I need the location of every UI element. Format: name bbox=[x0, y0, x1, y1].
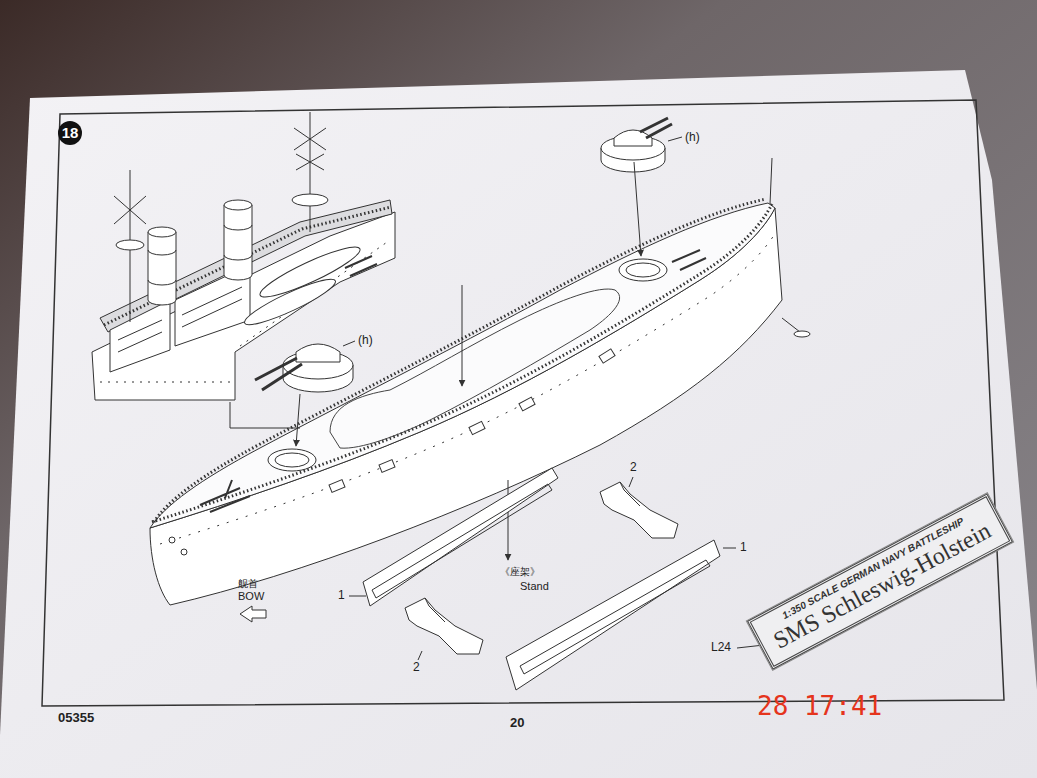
assembly-arrow bbox=[462, 285, 463, 386]
hull-drawing bbox=[770, 158, 772, 204]
hull-drawing bbox=[599, 349, 615, 363]
hull-drawing bbox=[154, 199, 766, 522]
turret-drawing bbox=[255, 118, 672, 392]
hull-drawing bbox=[672, 250, 706, 270]
superstructure-drawing bbox=[110, 300, 170, 372]
stand-part bbox=[372, 484, 552, 598]
hull-drawing bbox=[200, 480, 250, 512]
hull-drawing bbox=[469, 421, 485, 434]
superstructure-drawing bbox=[114, 196, 146, 224]
hull-drawing bbox=[268, 449, 316, 471]
superstructure-drawing bbox=[92, 112, 395, 400]
superstructure-drawing bbox=[294, 128, 326, 150]
stand-part bbox=[600, 482, 678, 538]
plate-heading: 1:350 SCALE GERMAN NAVY BATTLESHIP bbox=[764, 507, 983, 631]
part-label: 《座架》 bbox=[500, 566, 540, 577]
date-stamp: 28 17:41 bbox=[757, 692, 882, 721]
hull-drawing bbox=[379, 460, 395, 473]
stand-part bbox=[600, 482, 678, 538]
superstructure-drawing bbox=[292, 194, 328, 206]
step-number: 18 bbox=[58, 121, 83, 146]
superstructure-drawing bbox=[148, 232, 176, 305]
part-number: L24 bbox=[711, 641, 731, 654]
superstructure-drawing bbox=[148, 227, 176, 237]
superstructure-drawing bbox=[224, 225, 252, 260]
kit-number: 05355 bbox=[58, 711, 94, 725]
superstructure-drawing bbox=[148, 250, 176, 285]
assembly-arrow bbox=[508, 480, 509, 560]
hull-drawing bbox=[782, 318, 800, 332]
assembly-arrow bbox=[230, 402, 300, 428]
paper-sheet bbox=[0, 70, 1037, 778]
hull-drawing bbox=[275, 453, 309, 467]
leader-line bbox=[349, 596, 366, 597]
stand-part bbox=[405, 598, 483, 654]
superstructure-drawing bbox=[296, 154, 324, 170]
plate-text: SMS Schleswig-Holstein bbox=[769, 517, 996, 655]
superstructure-drawing bbox=[116, 240, 144, 250]
hull-drawing bbox=[794, 331, 810, 337]
leader-line bbox=[418, 651, 422, 660]
superstructure-drawing bbox=[224, 200, 252, 210]
superstructure-drawing bbox=[118, 287, 242, 352]
assembly-arrow bbox=[296, 394, 300, 446]
superstructure-drawing bbox=[114, 196, 146, 224]
paper-sheet bbox=[0, 70, 1037, 778]
stand-part bbox=[506, 540, 720, 690]
hull-drawing bbox=[150, 203, 775, 528]
turret-drawing bbox=[255, 358, 302, 390]
part-number: 1 bbox=[740, 541, 747, 554]
bow-arrow bbox=[240, 606, 266, 622]
superstructure-drawing bbox=[310, 112, 311, 232]
stand-part bbox=[363, 468, 558, 606]
hull-drawing bbox=[619, 259, 667, 281]
superstructure-drawing bbox=[224, 205, 252, 280]
superstructure-drawing bbox=[241, 273, 339, 332]
leader-line bbox=[343, 341, 355, 346]
part-callout: (h) bbox=[358, 334, 373, 347]
part-number: 1 bbox=[338, 589, 345, 602]
hull-drawing bbox=[330, 289, 620, 448]
hull-drawing bbox=[150, 158, 810, 605]
direction-label: 舰首 bbox=[238, 578, 258, 589]
leader-line bbox=[343, 137, 764, 660]
hull-drawing bbox=[329, 480, 345, 493]
name-plate: 1:350 SCALE GERMAN NAVY BATTLESHIPSMS Sc… bbox=[747, 494, 1013, 670]
hull-drawing bbox=[160, 232, 776, 544]
superstructure-drawing bbox=[100, 382, 230, 383]
part-number: 2 bbox=[413, 661, 420, 674]
stand-part bbox=[520, 560, 710, 674]
hull-drawing bbox=[626, 263, 660, 277]
hull-drawing bbox=[181, 549, 187, 555]
assembly-arrow bbox=[230, 162, 641, 560]
hull-drawing bbox=[169, 537, 175, 543]
superstructure-drawing bbox=[294, 128, 326, 150]
stand-part bbox=[425, 598, 445, 622]
hull-drawing bbox=[152, 204, 772, 522]
assembly-arrow bbox=[634, 162, 641, 256]
superstructure-drawing bbox=[296, 154, 324, 170]
direction-label: BOW bbox=[238, 590, 264, 602]
turret-drawing bbox=[296, 344, 340, 362]
leader-line bbox=[723, 548, 736, 549]
superstructure-drawing bbox=[345, 256, 377, 276]
stand-part bbox=[405, 598, 483, 654]
plate-heading: 18 bbox=[62, 124, 79, 141]
turret-drawing bbox=[640, 118, 672, 138]
part-callout: (h) bbox=[685, 131, 700, 144]
leader-line bbox=[629, 477, 633, 487]
leader-line bbox=[668, 137, 682, 141]
stand-part bbox=[363, 468, 720, 690]
hull-drawing bbox=[519, 397, 535, 411]
bow-arrow bbox=[240, 606, 266, 622]
page-number: 20 bbox=[510, 716, 524, 730]
part-number: 2 bbox=[630, 461, 637, 474]
part-label: Stand bbox=[520, 580, 549, 592]
